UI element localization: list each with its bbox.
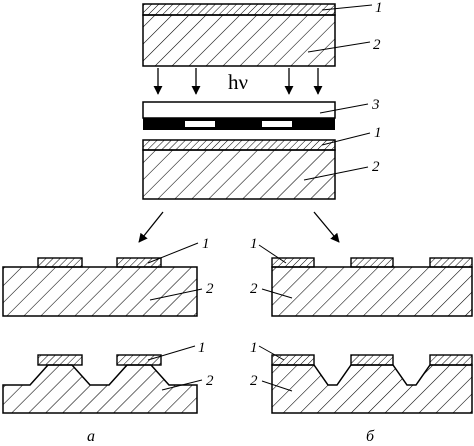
film-leader <box>258 244 287 264</box>
substrate-label: 2 <box>250 281 258 297</box>
branch-arrow-b <box>313 211 340 243</box>
film-island <box>116 257 162 268</box>
substrate-label: 2 <box>250 373 258 389</box>
substrate-leader <box>261 288 293 299</box>
film-label: 1 <box>198 340 206 356</box>
radiation-label: hν <box>228 70 248 94</box>
top-wafer: 1 2 <box>142 0 383 67</box>
exposed-wafer: 1 2 <box>142 125 382 200</box>
top-film-label: 1 <box>375 0 383 16</box>
mask-window <box>185 121 215 127</box>
variant-b-etched: 1 2 <box>250 340 473 414</box>
substrate-leader <box>149 288 203 301</box>
top-substrate-leader <box>307 41 371 53</box>
film-leader <box>258 345 285 361</box>
mask-opaque-layer <box>143 118 335 130</box>
film-island <box>116 354 162 366</box>
variant-b-patterned: 1 2 <box>250 236 473 317</box>
top-film-leader <box>321 4 373 11</box>
photomask: 3 <box>142 97 380 130</box>
etched-substrate <box>2 364 198 414</box>
mask-label: 3 <box>371 97 380 113</box>
substrate-label: 2 <box>206 281 214 297</box>
top-film-layer <box>142 3 336 16</box>
exposed-substrate <box>142 149 336 200</box>
film-island <box>271 257 315 268</box>
substrate <box>2 266 198 317</box>
caption-b: б <box>366 428 375 445</box>
etched-substrate <box>271 364 473 414</box>
exposed-substrate-leader <box>303 166 369 181</box>
film-label: 1 <box>250 236 258 252</box>
top-substrate-label: 2 <box>373 37 381 53</box>
film-label: 1 <box>250 340 258 356</box>
substrate-label: 2 <box>206 373 214 389</box>
film-island <box>350 257 394 268</box>
variant-a-patterned: 1 2 <box>2 236 214 317</box>
exposed-substrate-label: 2 <box>372 159 380 175</box>
film-island <box>429 354 473 366</box>
variant-a-etched: 1 2 <box>2 340 214 414</box>
mask-leader <box>319 103 369 114</box>
top-substrate <box>142 14 336 67</box>
exposed-film-label: 1 <box>374 125 382 141</box>
film-leader <box>147 345 196 361</box>
exposed-film-layer <box>142 139 336 151</box>
exposure-arrows <box>153 68 323 95</box>
branch-arrow-a <box>138 211 164 243</box>
exposed-film-leader <box>321 132 371 146</box>
film-label: 1 <box>202 236 210 252</box>
mask-plate <box>142 101 336 119</box>
substrate-leader <box>161 379 203 391</box>
film-island <box>37 257 83 268</box>
mask-window <box>262 121 292 127</box>
film-island <box>350 354 394 366</box>
caption-a: а <box>87 428 95 445</box>
substrate <box>271 266 473 317</box>
substrate-leader <box>261 380 293 392</box>
film-island <box>429 257 473 268</box>
film-leader <box>147 242 199 264</box>
film-island <box>37 354 83 366</box>
